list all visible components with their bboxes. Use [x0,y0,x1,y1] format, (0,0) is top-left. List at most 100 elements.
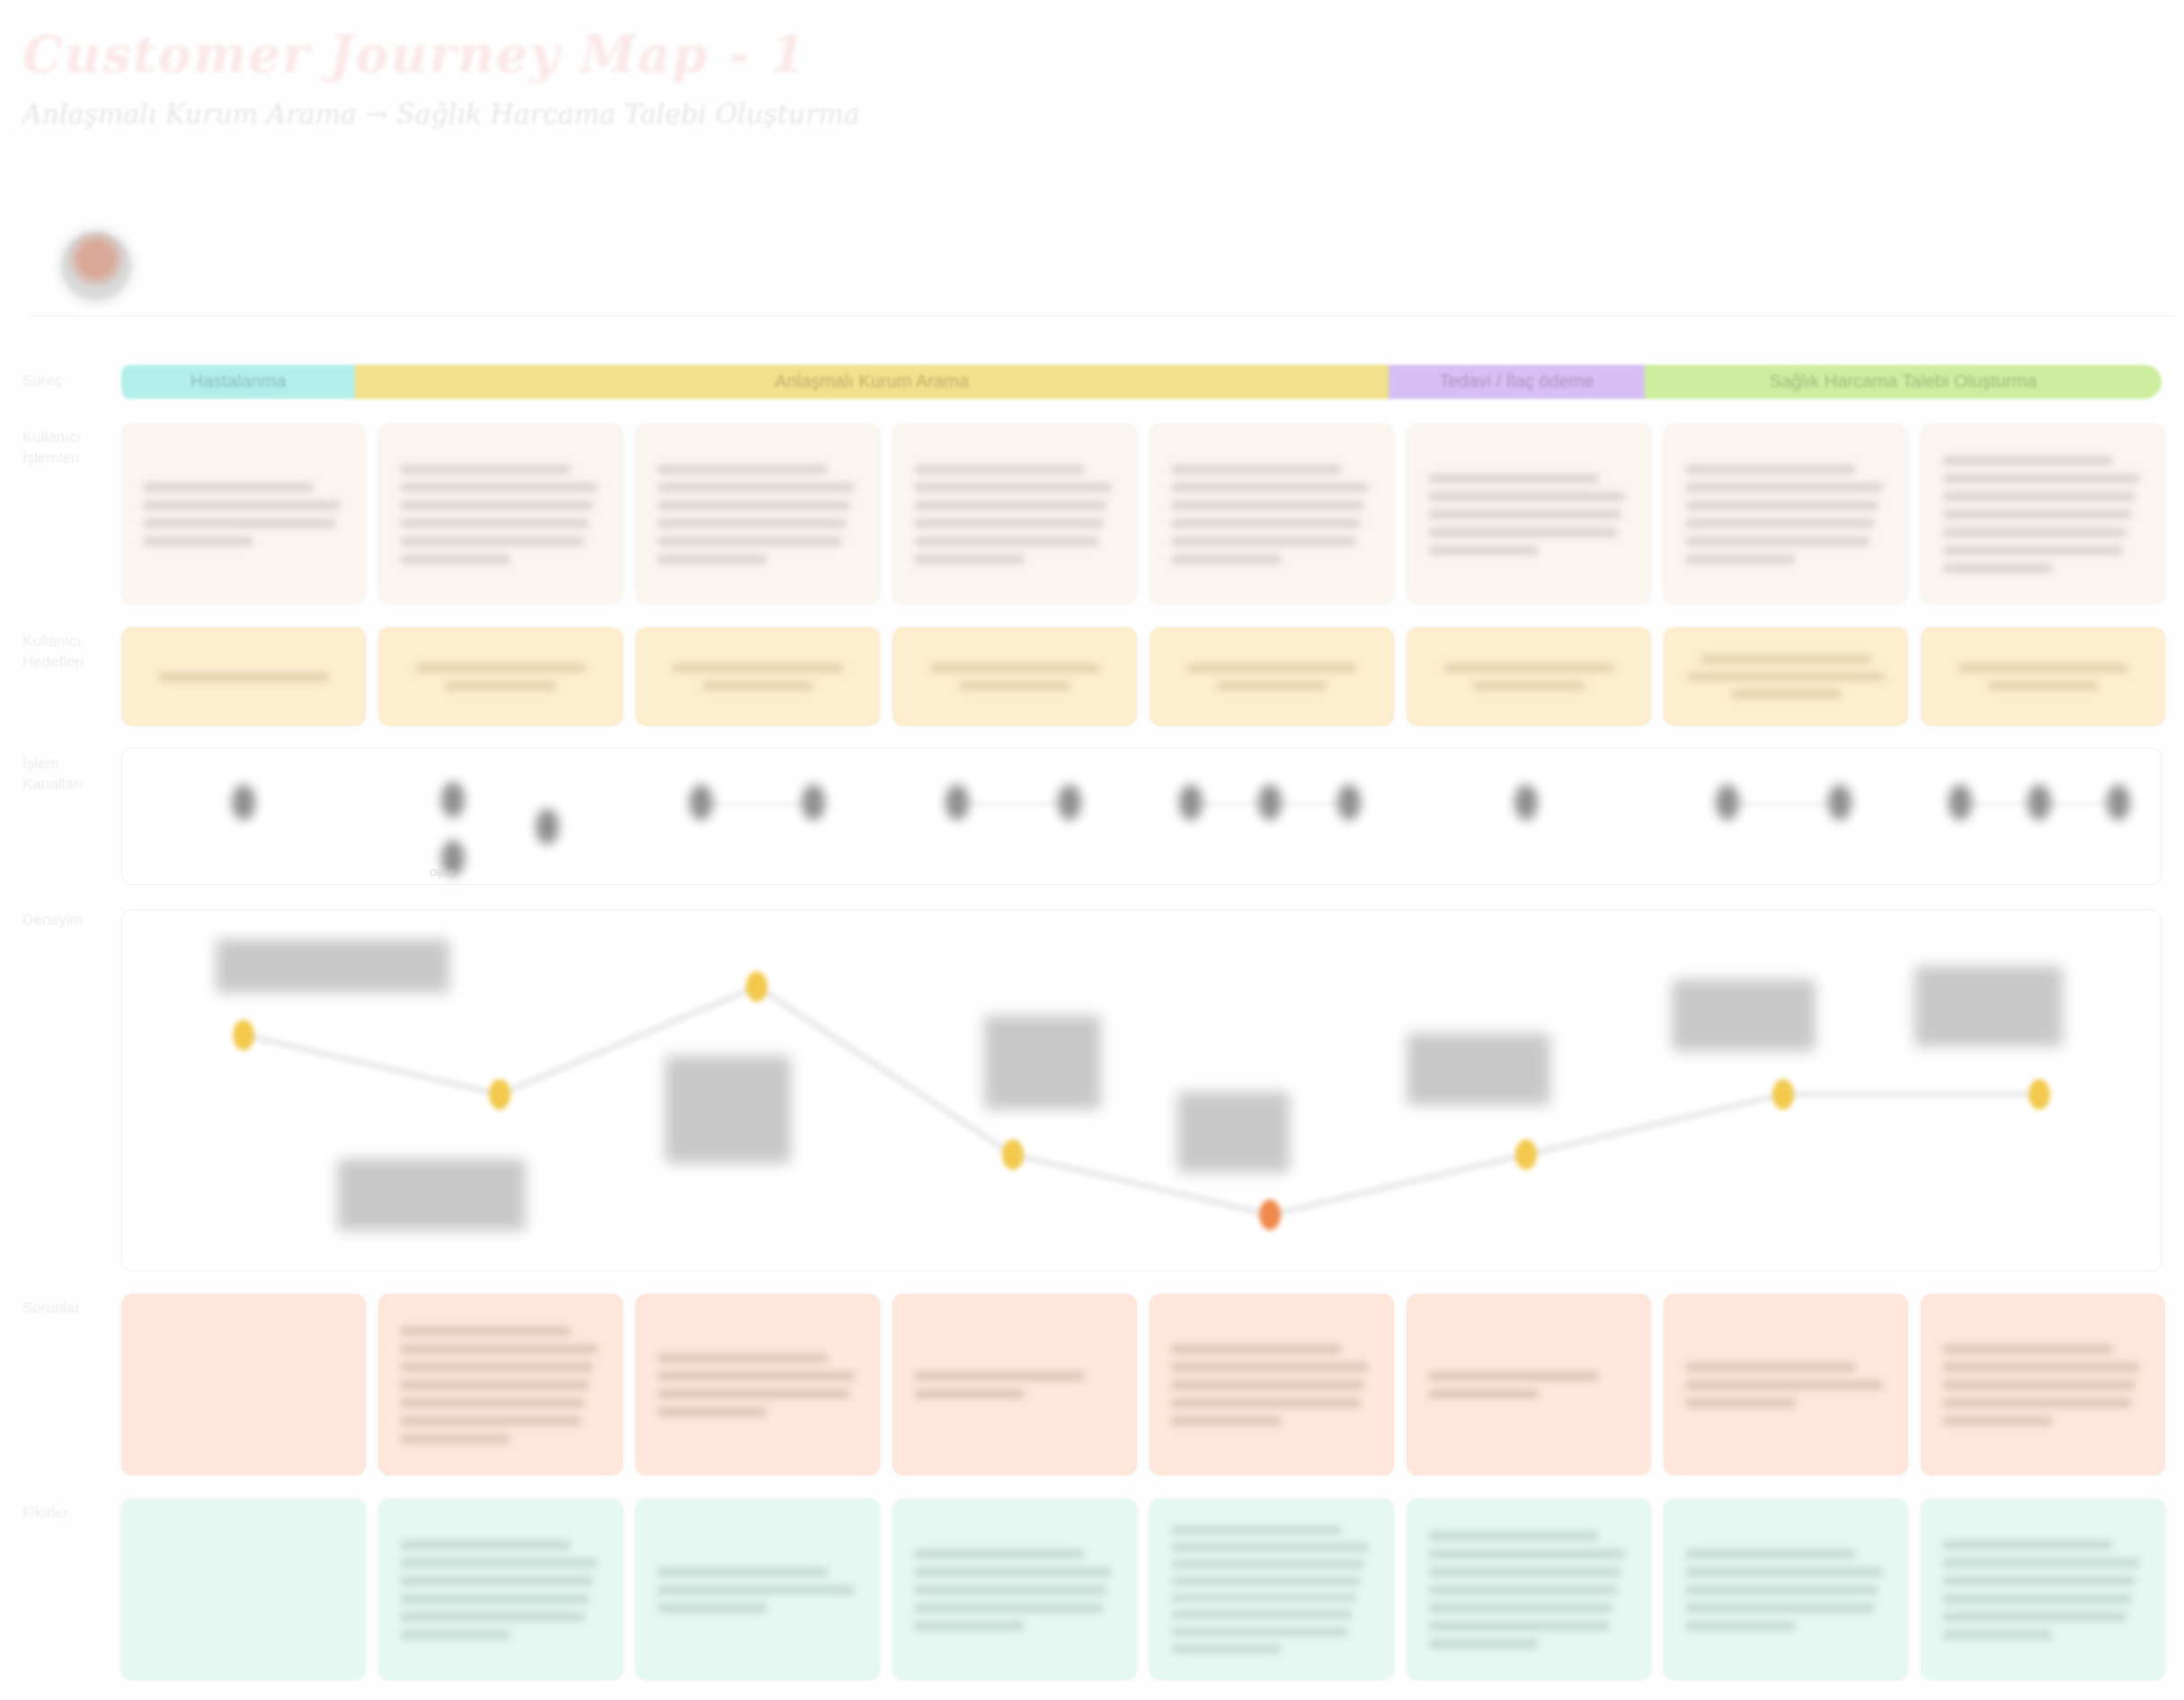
blurred-text-line [143,518,337,528]
blurred-text-line [1685,1379,1883,1390]
channel-icon [1949,784,1972,820]
blurred-text-line [1428,545,1540,555]
phase-label: Tedavi / İlaç ödeme [1439,371,1594,392]
blurred-text-line [400,1611,586,1622]
emotion-note [1177,1092,1290,1173]
blurred-text-line [914,482,1112,492]
actions-card [1150,424,1394,604]
blurred-text-line [1171,1397,1361,1408]
blurred-text-line [657,1370,855,1381]
blurred-text-line [157,671,330,682]
blurred-text-line [1171,1361,1369,1372]
blurred-text-line [1685,500,1879,510]
channel-icon [1258,784,1282,820]
blurred-text-line [1942,527,2128,537]
blurred-text-line [657,1602,768,1613]
row-label-goals: Kullanıcı Hedefleri [22,633,84,670]
blurred-text-line [1171,1343,1343,1354]
actions-card [1407,424,1651,604]
channel-icon [232,784,255,820]
blurred-text-line [400,518,590,528]
channel-icon [945,784,969,820]
blurred-text-line [1942,1379,2136,1390]
phase-label: Sağlık Harcama Talebi Oluşturma [1769,371,2038,392]
blurred-text-line [400,1539,572,1550]
blurred-text-line [1171,1627,1349,1637]
blurred-text-line [400,1379,590,1390]
blurred-text-line [1942,545,2124,555]
blurred-text-line [1171,1644,1283,1653]
blurred-text-line [143,500,341,510]
blurred-text-line [1428,1584,1618,1595]
blurred-text-line [1942,1557,2140,1568]
blurred-text-line [1428,1370,1600,1381]
actions-card [378,424,623,604]
channel-icon [688,784,713,820]
phase-3: Sağlık Harcama Talebi Oluşturma [1645,365,2162,399]
blurred-text-line [1443,662,1615,673]
blurred-text-line [1428,1530,1600,1541]
page-subtitle: Anlaşmalı Kurum Arama → Sağlık Harcama T… [22,99,860,130]
blurred-text-line [1171,1559,1365,1569]
blurred-text-line [1685,1620,1797,1631]
blurred-text-line [671,662,844,673]
blurred-text-line [400,553,511,564]
blurred-text-line [914,1370,1086,1381]
blurred-text-line [914,1388,1025,1399]
channel-icon [2107,784,2130,820]
row-label-experience: Deneyim [22,911,84,928]
blurred-text-line [1700,654,1872,664]
blurred-text-line [1428,491,1626,501]
channel-icon [536,809,559,845]
channel-connector [1727,802,1840,805]
goals-card [892,627,1137,726]
blurred-text-line [1942,1397,2132,1408]
channel-icon [1715,784,1739,820]
ideas-card [121,1499,366,1680]
emotion-note [1672,979,1816,1051]
problems-card [1921,1294,2165,1475]
blurred-text-line [657,1388,851,1399]
blurred-text-line [400,1593,590,1604]
phase-label: Hastalanma [190,371,287,392]
blurred-text-line [914,1620,1025,1631]
row-label-process: Süreç [22,372,63,389]
page-title: Customer Journey Map - 1 [22,25,807,84]
channel-icon [1179,784,1203,820]
blurred-text-line [914,553,1025,564]
emotion-point-icon [1515,1139,1537,1170]
blurred-text-line [1942,1343,2114,1354]
blurred-text-line [657,500,851,510]
blurred-text-line [928,662,1101,673]
blurred-text-line [1171,536,1357,546]
blurred-text-line [1942,562,2054,573]
blurred-text-line [1987,680,2099,691]
blurred-text-line [657,553,768,564]
blurred-text-line [1171,1415,1283,1426]
blurred-text-line [657,518,847,528]
actions-card [121,424,366,604]
blurred-text-line [400,1433,511,1444]
problems-card [1407,1294,1651,1475]
blurred-text-line [1428,1602,1614,1613]
channel-icon [801,784,825,820]
problems-card [892,1294,1137,1475]
ideas-row [121,1499,2165,1680]
blurred-text-line [445,680,556,691]
blurred-text-line [1428,1548,1626,1559]
channel-icon [2028,784,2051,820]
blurred-text-line [1685,1397,1797,1408]
actions-card [892,424,1137,604]
blurred-text-line [914,1566,1112,1577]
phase-0: Hastalanma [121,365,355,399]
blurred-text-line [1685,464,1857,474]
blurred-text-line [1942,473,2140,483]
emotion-note [1407,1033,1550,1105]
emotion-note [984,1015,1101,1110]
blurred-text-line [1473,680,1585,691]
blurred-text-line [657,1406,768,1417]
blurred-text-line [400,1629,511,1640]
blurred-text-line [400,464,572,474]
goals-card [1150,627,1394,726]
